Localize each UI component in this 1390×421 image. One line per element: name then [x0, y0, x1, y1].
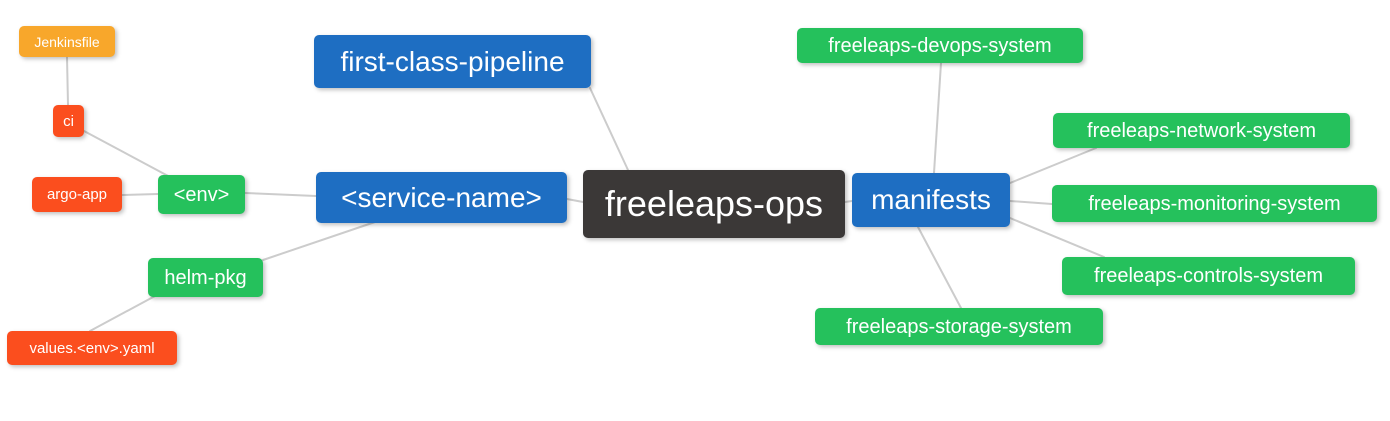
edge-jenkinsfile--ci [66, 56, 69, 106]
edge-env--service-name [244, 192, 317, 197]
mindmap-node-argo-app[interactable]: argo-app [32, 177, 122, 212]
mindmap-node-freeleaps-network-system[interactable]: freeleaps-network-system [1053, 113, 1350, 148]
mindmap-node-freeleaps-controls-system[interactable]: freeleaps-controls-system [1062, 257, 1355, 295]
edge-helm-pkg--service-name [262, 221, 376, 261]
mindmap-node-freeleaps-ops[interactable]: freeleaps-ops [583, 170, 845, 238]
mindmap-node-manifests[interactable]: manifests [852, 173, 1010, 227]
edge-manifests--freeleaps-network-system [1009, 147, 1097, 184]
edge-manifests--freeleaps-storage-system [917, 226, 962, 309]
mindmap-node-env[interactable]: <env> [158, 175, 245, 214]
edge-manifests--freeleaps-devops-system [933, 62, 942, 174]
edge-manifests--freeleaps-monitoring-system [1009, 200, 1053, 205]
edge-argo-app--env [121, 193, 159, 196]
edge-first-class-pipeline--freeleaps-ops [589, 87, 629, 171]
mindmap-node-helm-pkg[interactable]: helm-pkg [148, 258, 263, 297]
mindmap-node-ci[interactable]: ci [53, 105, 84, 137]
edge-freeleaps-ops--manifests [844, 200, 853, 203]
mindmap-node-freeleaps-storage-system[interactable]: freeleaps-storage-system [815, 308, 1103, 345]
mindmap-node-values-env-yaml[interactable]: values.<env>.yaml [7, 331, 177, 365]
mindmap-node-jenkinsfile[interactable]: Jenkinsfile [19, 26, 115, 57]
mindmap-node-service-name[interactable]: <service-name> [316, 172, 567, 223]
mindmap-node-freeleaps-devops-system[interactable]: freeleaps-devops-system [797, 28, 1083, 63]
edge-service-name--freeleaps-ops [566, 198, 584, 203]
edge-manifests--freeleaps-controls-system [1009, 217, 1105, 258]
edge-ci--env [83, 130, 171, 178]
edge-values-env-yaml--helm-pkg [89, 295, 156, 332]
mindmap-node-freeleaps-monitoring-system[interactable]: freeleaps-monitoring-system [1052, 185, 1377, 222]
mindmap-node-first-class-pipeline[interactable]: first-class-pipeline [314, 35, 591, 88]
